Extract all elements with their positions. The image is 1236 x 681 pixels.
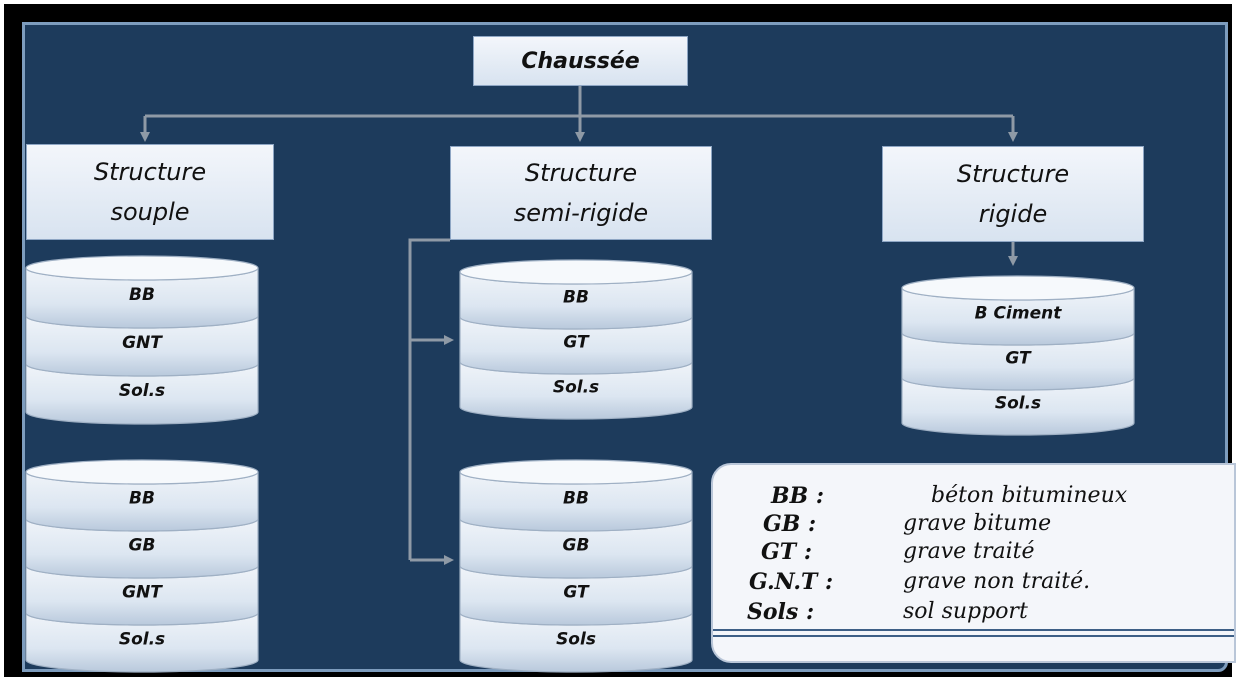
structure-rigide-node: Structure rigide (882, 146, 1144, 242)
legend-row-gnt: G.N.T : grave non traité. (713, 569, 1234, 599)
layer-segment: GT (459, 565, 693, 626)
layer-label: Sol.s (119, 381, 165, 401)
layer-segment: GB (25, 518, 259, 579)
legend-row-gb: GB : grave bitume (713, 511, 1234, 541)
structure-souple-line2: souple (110, 198, 190, 226)
layer-segment: Sol.s (459, 361, 693, 420)
stack-top-cap (459, 259, 693, 285)
layer-label: BB (563, 288, 589, 308)
layer-label: GNT (122, 333, 163, 353)
legend-abbr-gb: GB : (763, 511, 817, 537)
legend-underline-1 (713, 629, 1234, 631)
layer-stack: Sol.s GT B Ciment (901, 275, 1135, 436)
legend-def-gb: grave bitume (903, 511, 1052, 536)
legend-def-sols: sol support (903, 599, 1028, 624)
layer-label: GT (1005, 349, 1032, 369)
structure-rigide-line1: Structure (956, 160, 1070, 188)
legend-def-bb: béton bitumineux (931, 483, 1128, 508)
legend-def-gt: grave traité (903, 539, 1035, 564)
layer-label: BB (563, 489, 589, 509)
layer-stack: Sol.s GNT GB BB (25, 459, 259, 673)
layer-segment: GT (901, 332, 1135, 391)
legend-abbr-gt: GT : (761, 539, 812, 565)
stack-top-cap (25, 255, 259, 281)
legend-abbr-sols: Sols : (747, 599, 815, 625)
layer-label: Sols (556, 630, 596, 650)
layer-label: BB (129, 489, 155, 509)
legend-abbr-gnt: G.N.T : (749, 569, 834, 595)
layer-label: GT (563, 583, 590, 603)
layer-segment: Sol.s (901, 377, 1135, 436)
structure-souple-line1: Structure (93, 158, 207, 186)
legend-abbr-bb: BB : (771, 483, 824, 509)
legend-row-sols: Sols : sol support (713, 599, 1234, 629)
layer-label: Sol.s (119, 630, 165, 650)
root-label: Chaussée (521, 48, 640, 74)
layer-stack: Sols GT GB BB (459, 459, 693, 673)
structure-rigide-line2: rigide (978, 200, 1048, 228)
stack-top-cap (459, 459, 693, 485)
legend-row-gt: GT : grave traité (713, 539, 1234, 569)
connector-lines (140, 86, 1018, 565)
legend-def-gnt: grave non traité. (903, 569, 1091, 594)
structure-semi-rigide-line1: Structure (524, 159, 638, 187)
legend-row-bb: BB : béton bitumineux (713, 483, 1234, 513)
layer-stack: Sol.s GT BB (459, 259, 693, 420)
layer-stacks: Sol.sGNTBBSol.sGNTGBBBSol.sGTBBSolsGTGBB… (25, 255, 1135, 673)
layer-label: Sol.s (995, 394, 1041, 414)
semi-rigide-bracket (408, 238, 450, 560)
stack-top-cap (901, 275, 1135, 301)
structure-souple-node: Structure souple (26, 144, 274, 240)
layer-label: GT (563, 333, 590, 353)
layer-label: GB (129, 536, 156, 556)
layer-label: BB (129, 285, 155, 305)
stack-top-cap (25, 459, 259, 485)
legend-underline-2 (713, 635, 1234, 637)
structure-semi-rigide-node: Structure semi-rigide (450, 146, 712, 240)
layer-label: GB (563, 536, 590, 556)
layer-segment: Sol.s (25, 363, 259, 425)
root-node: Chaussée (473, 36, 688, 86)
layer-label: GNT (122, 583, 163, 603)
layer-label: Sol.s (553, 378, 599, 398)
legend-box: BB : béton bitumineux GB : grave bitume … (711, 463, 1236, 663)
layer-stack: Sol.s GNT BB (25, 255, 259, 425)
layer-label: B Ciment (975, 304, 1063, 324)
structure-semi-rigide-line2: semi-rigide (513, 199, 649, 227)
layer-segment: GT (459, 316, 693, 375)
